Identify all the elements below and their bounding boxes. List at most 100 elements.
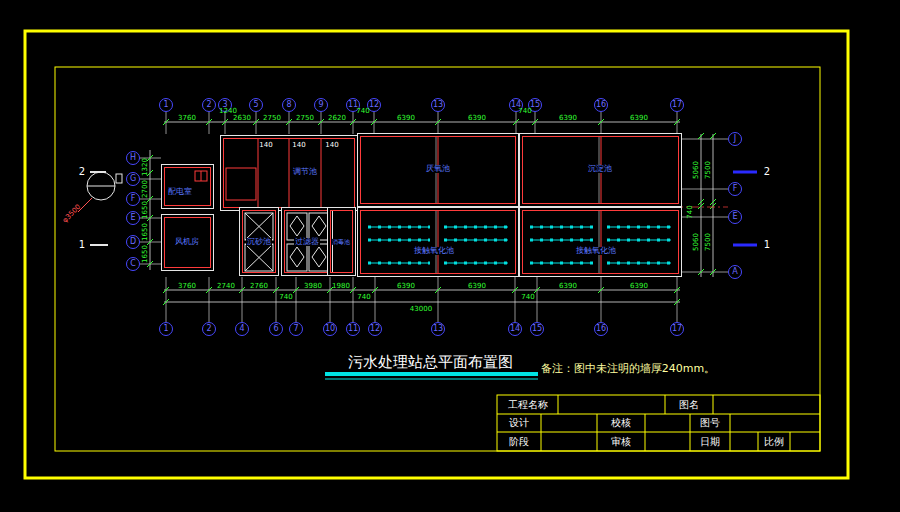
dimension-text: 140 (259, 142, 272, 149)
axis-bubble: 2 (202, 322, 216, 336)
room-name: 风机房 (174, 238, 200, 246)
axis-bubble: 6 (269, 322, 283, 336)
axis-bubble: 15 (530, 322, 544, 336)
axis-number: A (732, 268, 737, 276)
dimension-text: 2740 (217, 283, 235, 290)
axis-number: 11 (348, 325, 358, 333)
axis-number: D (130, 238, 136, 246)
axis-number: F (733, 185, 738, 193)
axis-bubble: F (126, 192, 140, 206)
axis-number: 5 (253, 101, 258, 109)
axis-bubble: C (126, 257, 140, 271)
dimension-text: 3760 (178, 283, 196, 290)
axis-number: 9 (318, 101, 323, 109)
dimension-text: 7500 (705, 161, 712, 179)
dimension-text: 1980 (332, 283, 350, 290)
axis-bubble: H (126, 151, 140, 165)
axis-bubble: A (728, 265, 742, 279)
title-block-cell: 设计 (509, 418, 529, 428)
room-name: 配电室 (167, 188, 193, 196)
dimension-text: 6390 (559, 115, 577, 122)
dimension-text: 2620 (328, 115, 346, 122)
axis-number: 13 (433, 325, 443, 333)
axis-bubble: 11 (346, 322, 360, 336)
room-name: 调节池 (292, 168, 318, 176)
axis-number: 16 (596, 101, 606, 109)
axis-bubble: 13 (431, 322, 445, 336)
section-mark: 2 (764, 167, 770, 177)
dimension-text: 6390 (630, 283, 648, 290)
room-name: 过滤器 (294, 238, 320, 246)
axis-number: 6 (273, 325, 278, 333)
axis-bubble: 4 (235, 322, 249, 336)
dimension-text: 140 (325, 142, 338, 149)
axis-bubble: J (728, 132, 742, 146)
dimension-text: 6390 (397, 283, 415, 290)
axis-number: 15 (532, 325, 542, 333)
axis-bubble: 1 (159, 98, 173, 112)
axis-number: E (130, 214, 135, 222)
dimension-text: 43000 (410, 306, 432, 313)
axis-bubble: 16 (594, 322, 608, 336)
room-name: 沉砂池 (246, 238, 272, 246)
axis-bubble: 12 (368, 322, 382, 336)
dimension-text: 2750 (296, 115, 314, 122)
tank-room: 调节池 (223, 138, 355, 208)
dimension-text: 740 (521, 294, 534, 301)
dimension-text: 1240 (219, 108, 237, 115)
axis-bubble: D (126, 235, 140, 249)
dimension-text: 5060 (693, 161, 700, 179)
axis-bubble: 5 (249, 98, 263, 112)
tank-room: 沉砂池 (242, 210, 276, 273)
room-name: 接触氧化池 (413, 247, 455, 255)
title-block-cell: 日期 (700, 437, 720, 447)
dimension-text: 3760 (178, 115, 196, 122)
dimension-text: 2750 (263, 115, 281, 122)
tank-room: 接触氧化池 (522, 210, 679, 274)
section-mark: 1 (79, 240, 85, 250)
axis-bubble: 17 (670, 322, 684, 336)
axis-number: 17 (672, 101, 682, 109)
axis-number: 12 (370, 325, 380, 333)
dimension-text: 6390 (468, 283, 486, 290)
title-block-cell: 图号 (700, 418, 720, 428)
axis-bubble: 10 (323, 322, 337, 336)
title-block-cell: 校核 (611, 418, 631, 428)
tank-room: 过滤器 (284, 210, 330, 273)
axis-number: 12 (369, 101, 379, 109)
dimension-text: 7500 (705, 233, 712, 251)
axis-number: F (131, 195, 136, 203)
room-name: 厌氧池 (425, 165, 451, 173)
dimension-text: 2760 (250, 283, 268, 290)
axis-bubble: 1 (159, 322, 173, 336)
dimension-text: 740 (279, 294, 292, 301)
dimension-text: 140 (292, 142, 305, 149)
tank-room: 消毒池 (330, 210, 353, 273)
axis-number: 2 (206, 101, 211, 109)
axis-number: G (130, 175, 136, 183)
title-block-cell: 比例 (764, 437, 784, 447)
axis-number: 10 (325, 325, 335, 333)
note-text: 备注：图中未注明的墙厚240mm。 (541, 363, 715, 374)
axis-number: E (732, 213, 737, 221)
dimension-text: 1650 (142, 223, 149, 241)
dimension-text: 5060 (693, 233, 700, 251)
dimension-text: 2630 (233, 115, 251, 122)
diameter-text: φ3500 (62, 204, 83, 225)
dimension-text: 6390 (559, 283, 577, 290)
axis-number: 1 (163, 101, 168, 109)
tank-room: 配电室 (164, 167, 211, 206)
axis-bubble: 14 (508, 322, 522, 336)
axis-bubble: 8 (282, 98, 296, 112)
tank-room: 厌氧池 (360, 136, 516, 204)
axis-bubble: F (728, 182, 742, 196)
room-name: 沉淀池 (587, 165, 613, 173)
axis-bubble: 2 (202, 98, 216, 112)
section-mark: 2 (79, 167, 85, 177)
tank-room: 风机房 (164, 217, 211, 268)
axis-number: 16 (596, 325, 606, 333)
tank-room: 接触氧化池 (360, 210, 516, 274)
dimension-text: 1320 (142, 158, 149, 176)
drawing-title: 污水处理站总平面布置图 (348, 355, 513, 370)
